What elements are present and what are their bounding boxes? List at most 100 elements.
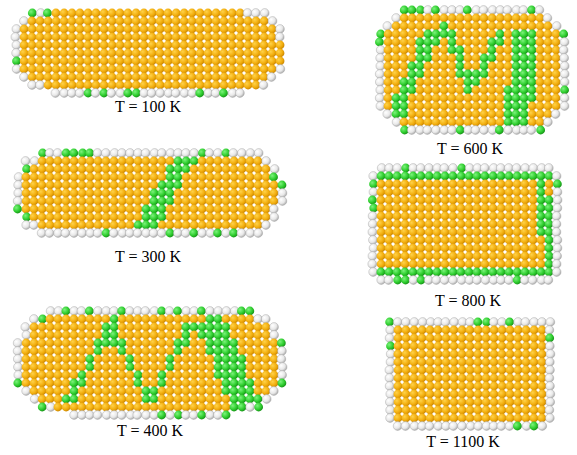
atom <box>172 25 181 34</box>
atom <box>464 94 473 103</box>
atom <box>13 197 22 206</box>
atom <box>399 30 408 39</box>
atom <box>480 38 489 47</box>
atom <box>124 33 133 42</box>
atom <box>52 17 61 26</box>
atom <box>270 363 279 372</box>
atom <box>126 347 135 356</box>
atom <box>481 220 490 229</box>
atom <box>368 196 377 205</box>
atom <box>46 165 55 174</box>
atom <box>46 189 55 198</box>
atom <box>376 268 385 277</box>
atom <box>417 196 426 205</box>
atom <box>416 118 425 127</box>
atom <box>220 73 229 82</box>
atom <box>401 220 410 229</box>
atom <box>206 411 215 420</box>
atom <box>552 62 561 71</box>
atom <box>268 49 277 58</box>
atom <box>102 323 111 332</box>
atom <box>552 22 561 31</box>
atom <box>431 6 440 15</box>
atom <box>375 38 384 47</box>
atom <box>417 220 426 229</box>
atom <box>456 86 465 95</box>
atom <box>448 220 457 229</box>
atom <box>432 14 441 23</box>
atom <box>254 347 263 356</box>
atom <box>188 49 197 58</box>
atom <box>35 57 44 66</box>
atom <box>22 379 31 388</box>
atom <box>222 189 231 198</box>
atom <box>402 342 411 351</box>
atom <box>54 323 63 332</box>
atom <box>401 318 410 327</box>
atom <box>488 94 497 103</box>
atom <box>54 189 63 198</box>
atom <box>213 205 222 214</box>
atom <box>46 307 55 316</box>
atom <box>37 363 46 372</box>
atom <box>431 102 440 111</box>
atom <box>450 350 459 359</box>
atom <box>401 326 410 335</box>
atom <box>254 379 263 388</box>
atom <box>458 358 467 367</box>
atom <box>505 236 514 245</box>
atom <box>174 315 183 324</box>
atom <box>393 228 402 237</box>
atom <box>78 323 87 332</box>
atom <box>142 181 151 190</box>
atom <box>537 228 546 237</box>
atom <box>544 164 553 173</box>
atom <box>30 181 39 190</box>
atom <box>472 22 481 31</box>
atom <box>504 62 513 71</box>
atom <box>448 14 457 23</box>
atom <box>440 30 449 39</box>
atom <box>109 165 118 174</box>
atom <box>505 252 514 261</box>
atom <box>118 315 127 324</box>
atom <box>536 62 545 71</box>
atom <box>51 89 60 98</box>
atom <box>78 395 87 404</box>
atom <box>489 180 498 189</box>
atom <box>204 81 213 90</box>
atom <box>504 94 513 103</box>
atom <box>270 213 279 222</box>
atom <box>521 268 530 277</box>
atom <box>246 339 255 348</box>
atom <box>268 17 277 26</box>
atom <box>473 188 482 197</box>
atom <box>126 387 135 396</box>
atom <box>118 363 127 372</box>
atom <box>268 33 277 42</box>
atom <box>377 180 386 189</box>
atom <box>204 33 213 42</box>
atom <box>497 350 506 359</box>
atom <box>22 197 31 206</box>
atom <box>139 41 148 50</box>
atom <box>214 395 223 404</box>
atom <box>269 173 278 182</box>
atom <box>401 212 410 221</box>
atom <box>505 196 514 205</box>
atom <box>251 9 260 18</box>
atom <box>545 342 554 351</box>
atom <box>230 197 239 206</box>
atom <box>38 197 47 206</box>
atom <box>464 102 473 111</box>
atom <box>385 244 394 253</box>
atom <box>527 62 536 71</box>
atom <box>30 165 39 174</box>
atom <box>156 41 165 50</box>
atom <box>125 403 134 412</box>
atom <box>21 347 30 356</box>
atom <box>230 323 239 332</box>
atom <box>44 49 53 58</box>
atom <box>117 395 126 404</box>
atom <box>262 387 271 396</box>
